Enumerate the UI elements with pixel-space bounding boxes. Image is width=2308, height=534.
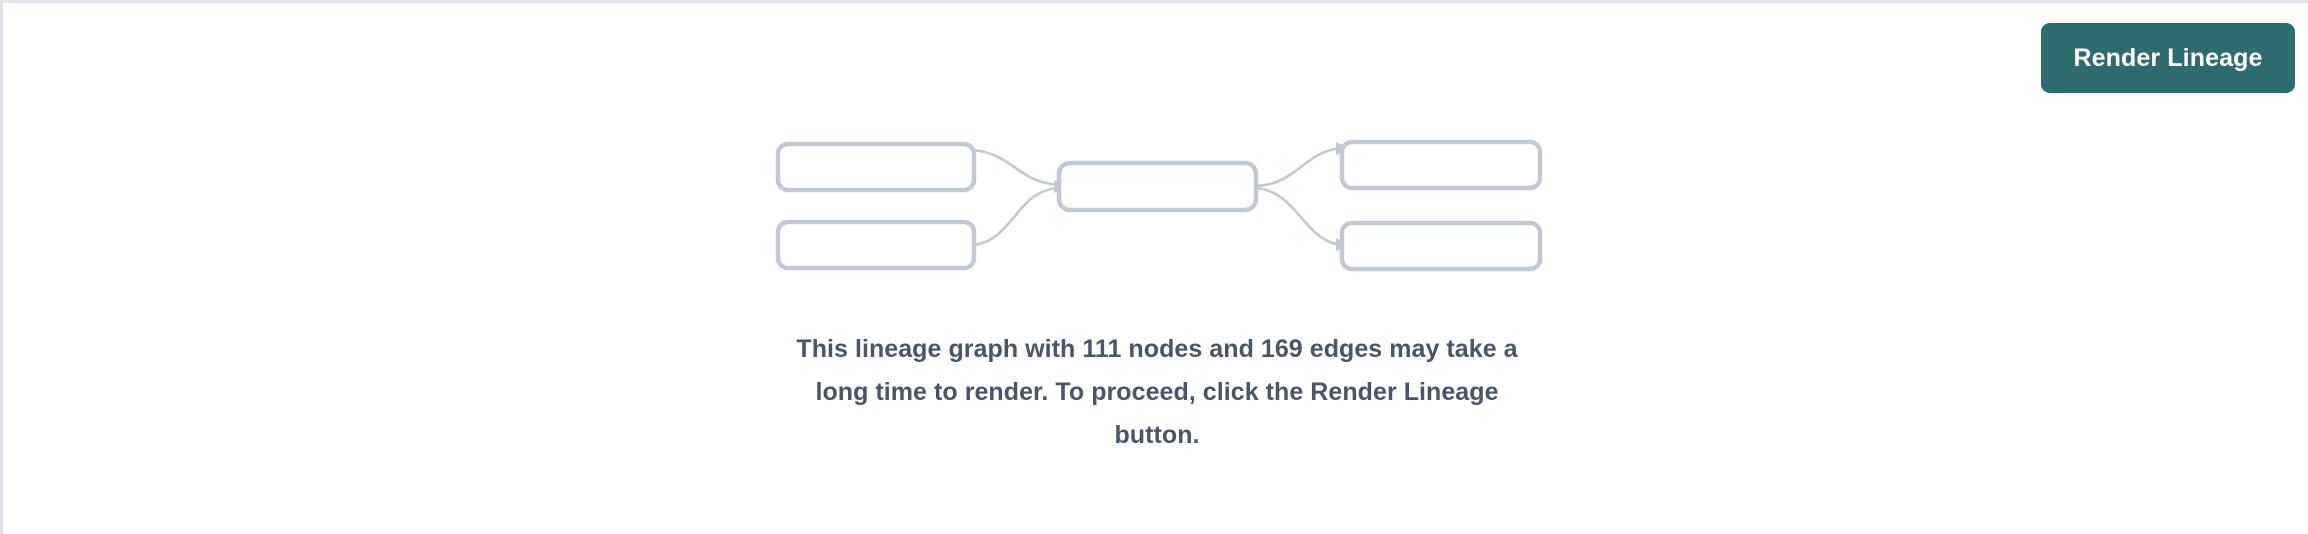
lineage-warning-text: This lineage graph with 111 nodes and 16… bbox=[796, 335, 1518, 449]
edge-upstream-2-to-focus bbox=[972, 186, 1059, 247]
graph-node-focus bbox=[1056, 160, 1259, 213]
render-lineage-button[interactable]: Render Lineage bbox=[2041, 23, 2295, 93]
edge-upstream-1-to-focus bbox=[972, 148, 1059, 187]
graph-node-upstream-1 bbox=[775, 141, 977, 193]
graph-node-upstream-2 bbox=[775, 219, 977, 271]
graph-node-downstream-2 bbox=[1339, 220, 1543, 272]
lineage-warning-message: This lineage graph with 111 nodes and 16… bbox=[3, 328, 2308, 457]
edge-focus-to-downstream-2 bbox=[1255, 186, 1342, 247]
graph-node-downstream-1 bbox=[1339, 139, 1543, 191]
edge-focus-to-downstream-1 bbox=[1255, 146, 1342, 188]
lineage-graph-placeholder bbox=[758, 128, 1558, 288]
